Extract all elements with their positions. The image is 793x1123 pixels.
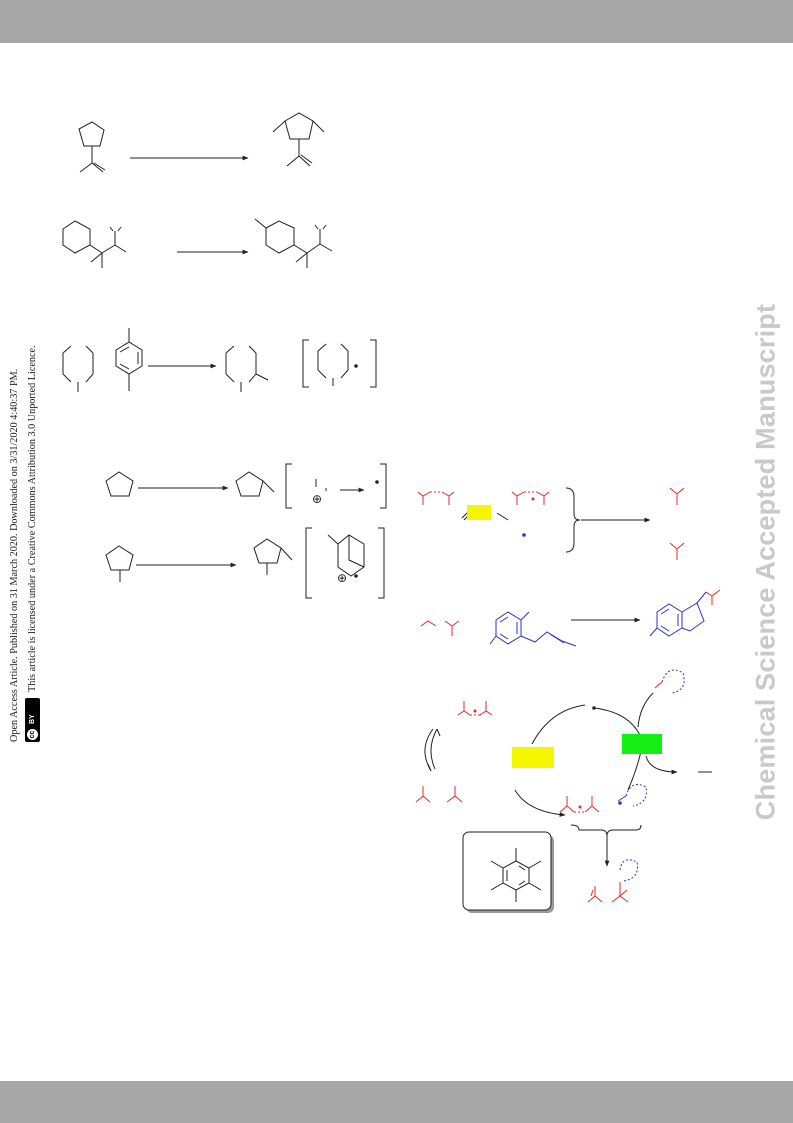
cycle-arc-right-down	[645, 755, 678, 775]
footer-band	[0, 1081, 793, 1123]
reaction-1	[78, 112, 325, 173]
piperidine-tert-group	[89, 226, 127, 268]
quinuclidine	[327, 534, 365, 577]
photocatalyst-box-yellow	[467, 505, 491, 520]
photocatalyst-box-yellow	[512, 747, 554, 768]
piperidine-ring	[62, 220, 91, 254]
piperidine-product-ring	[265, 220, 295, 254]
n-substituent	[79, 146, 106, 173]
reaction-2	[62, 218, 333, 268]
radical-dot-red	[531, 497, 535, 501]
cyclopentane	[105, 471, 134, 497]
radical-generation	[417, 487, 685, 560]
equilibrium-arrows	[424, 728, 438, 772]
radical-dot	[375, 480, 379, 484]
reaction-5	[105, 527, 385, 599]
radical-dot-red	[473, 709, 477, 713]
ring-b	[225, 345, 269, 392]
header-band	[0, 0, 793, 43]
radical-dot-red	[578, 805, 582, 809]
radical-dot	[592, 706, 596, 710]
catalytic-cycle	[415, 669, 712, 903]
arene-inner	[119, 346, 139, 370]
ring-c	[317, 343, 349, 386]
mesitylene-inset	[462, 831, 554, 913]
cyclopentane-product	[235, 471, 264, 497]
radical-dot-blue	[522, 533, 526, 537]
carbocation-charge: ⊕	[312, 492, 322, 506]
product-substituents	[272, 120, 325, 167]
product-2-groups	[254, 218, 333, 268]
cycle-arc-left	[531, 704, 586, 745]
cyclopentane-n	[105, 545, 134, 571]
bracket-5	[305, 527, 385, 599]
reaction-4	[105, 463, 387, 509]
bracket-4	[285, 463, 387, 509]
pyrrolidine-product-ring	[284, 112, 314, 140]
indole-reaction	[420, 589, 721, 647]
pyrrolidine-ring	[78, 121, 105, 147]
radical-dot-blue	[618, 801, 622, 805]
intermediate-bracket	[302, 339, 377, 388]
ring-a	[62, 345, 94, 392]
curly-brace	[565, 487, 581, 553]
radical-dot	[354, 364, 358, 368]
reaction-3	[62, 328, 377, 392]
cycle-arc-left-down	[514, 789, 566, 817]
carbocation-charge: ⊕	[337, 571, 347, 585]
cyclopentane-n-product	[253, 538, 282, 564]
radical-dot	[354, 574, 358, 578]
cocatalyst-box-green	[622, 734, 662, 754]
